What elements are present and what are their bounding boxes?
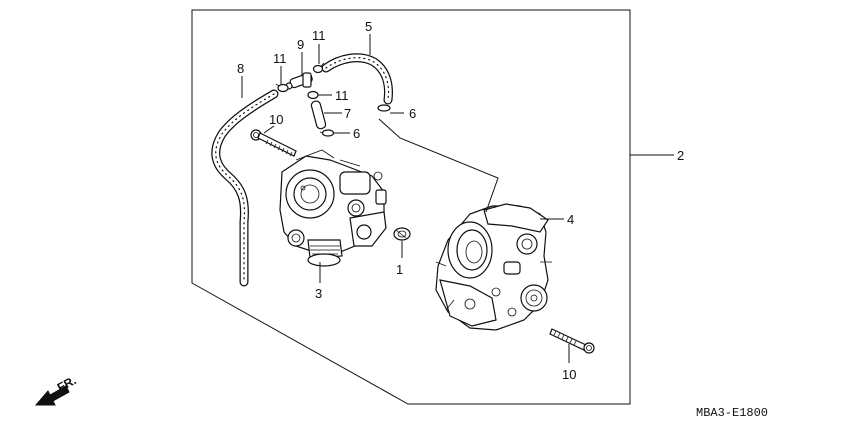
callout-11-b: 11 [312, 28, 326, 43]
callout-4: 4 [567, 212, 574, 227]
callout-11-a: 11 [273, 51, 287, 66]
carburetor-4 [435, 203, 552, 331]
callout-11-c: 11 [335, 88, 349, 103]
callout-9: 9 [297, 37, 304, 52]
callout-1: 1 [396, 262, 403, 277]
leader-10a [263, 125, 275, 134]
callout-7: 7 [344, 106, 351, 121]
leader-hose-to-carb [378, 118, 499, 213]
tube-7 [310, 100, 327, 130]
clip-11-c [307, 90, 319, 100]
clip-11-a [275, 83, 289, 93]
callout-5: 5 [365, 19, 372, 34]
part-1-clip [393, 227, 411, 241]
breather-hose-5 [321, 53, 393, 105]
callout-6-b: 6 [409, 106, 416, 121]
callout-2: 2 [677, 148, 684, 163]
clip-6-b [377, 104, 391, 112]
t-joint-9 [285, 72, 313, 90]
assembly-frame [191, 9, 631, 405]
callout-10-a: 10 [269, 112, 283, 127]
bolt-10-lower [549, 328, 595, 354]
clip-11-b [312, 62, 325, 74]
breather-hose-8 [211, 89, 279, 287]
callout-3: 3 [315, 286, 322, 301]
diagram-code: MBA3-E1800 [696, 406, 768, 420]
front-direction-arrow-icon [34, 385, 70, 406]
carburetor-3 [279, 149, 387, 267]
callout-8: 8 [237, 61, 244, 76]
clip-6-a [319, 129, 335, 137]
bolt-10-upper [250, 129, 297, 157]
callout-6-a: 6 [353, 126, 360, 141]
callout-10-b: 10 [562, 367, 576, 382]
